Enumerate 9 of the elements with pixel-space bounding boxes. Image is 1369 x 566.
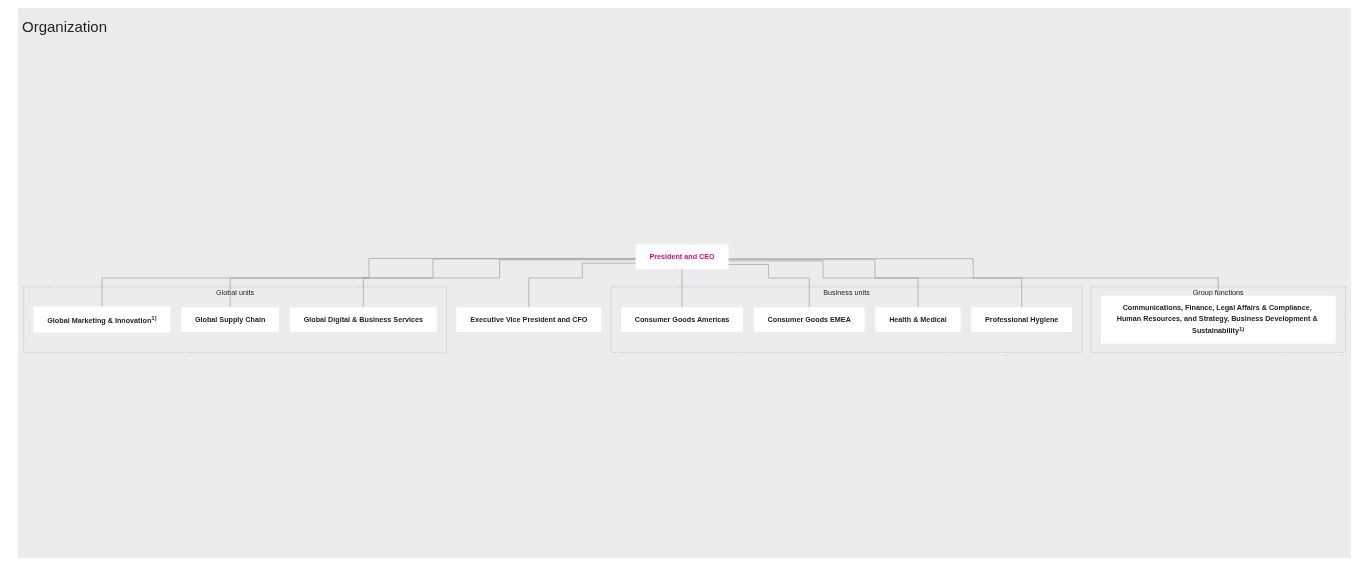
connector <box>727 258 1022 308</box>
connector <box>727 263 810 308</box>
connector <box>727 260 919 308</box>
connector <box>363 259 637 308</box>
connector <box>229 258 637 308</box>
title: Organization <box>22 18 108 35</box>
connector <box>727 257 1219 296</box>
connector <box>528 262 637 308</box>
connector <box>101 257 637 307</box>
